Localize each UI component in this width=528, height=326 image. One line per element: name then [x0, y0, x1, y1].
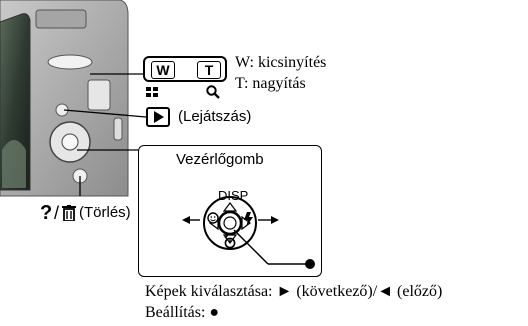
zoom-t-button: T [197, 61, 221, 79]
magnifier-icon [206, 85, 220, 99]
disp-label: DISP [218, 188, 249, 203]
set-label: Beállítás: ● [145, 304, 220, 321]
trash-icon [62, 205, 76, 221]
select-images-label: Képek kiválasztása: ► (következő)/◄ (elő… [145, 283, 443, 300]
set-dot-icon [305, 259, 315, 269]
playback-label: (Lejátszás) [178, 108, 252, 125]
help-icon: ? [40, 202, 53, 224]
zoom-w-label: W [156, 62, 170, 78]
camera-back-illustration [0, 0, 129, 197]
left-arrow-icon [182, 216, 190, 224]
self-timer-icon [224, 234, 236, 249]
zoom-lever: W T [143, 56, 227, 82]
delete-label: (Törlés) [79, 204, 131, 221]
control-wheel [182, 196, 315, 269]
flash-icon [244, 212, 253, 227]
control-button-title: Vezérlőgomb [176, 151, 264, 168]
zoom-w-button: W [151, 61, 175, 79]
play-icon [146, 107, 170, 127]
zoom-out-label: W: kicsinyítés [235, 54, 327, 71]
thumbnail-icon [146, 87, 158, 97]
face-icon [207, 212, 219, 224]
zoom-in-label: T: nagyítás [235, 75, 306, 92]
separator-slash: / [54, 203, 60, 223]
zoom-t-label: T [204, 62, 214, 78]
right-arrow-icon [271, 216, 279, 224]
